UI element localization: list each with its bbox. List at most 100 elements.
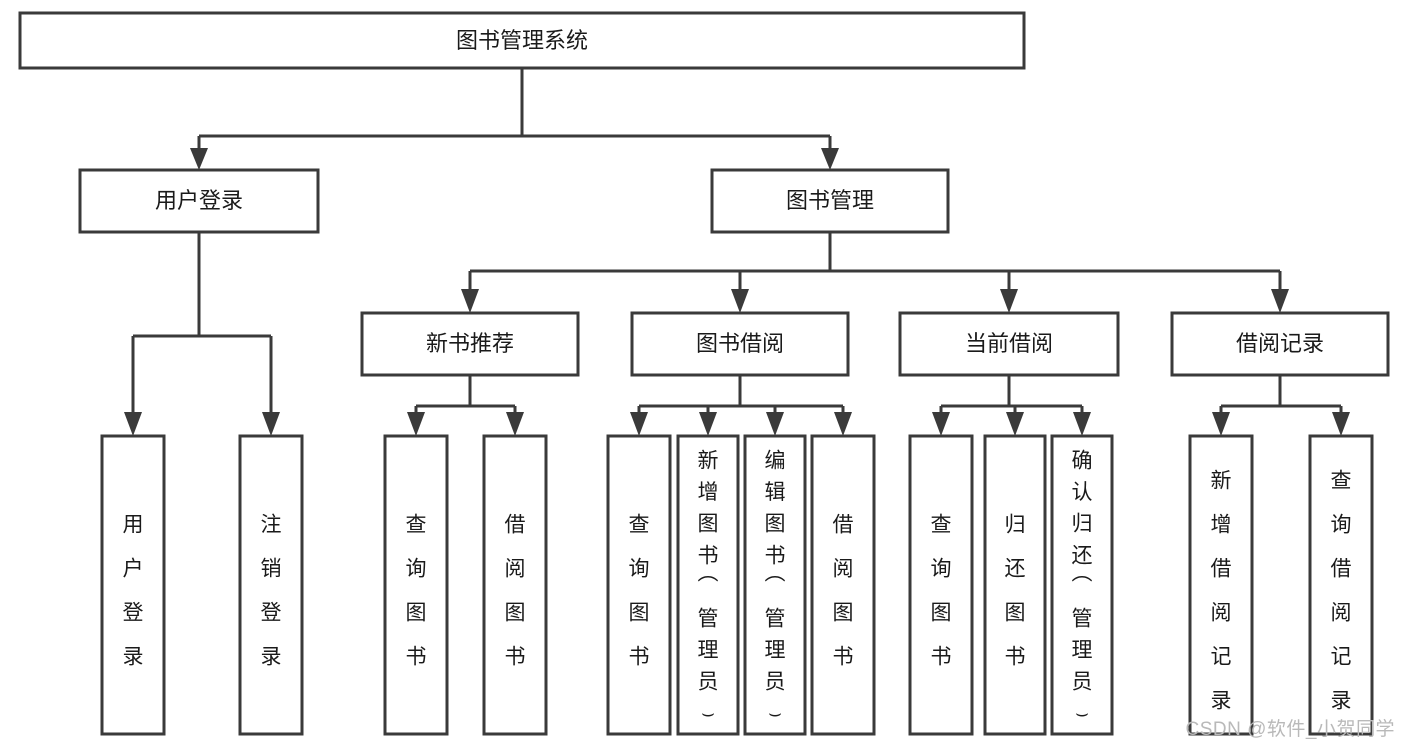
node-user-login-label: 用户登录 [155,188,243,213]
node-leaf-3[interactable]: 借阅图书 [482,434,548,736]
node-leaf-4[interactable]: 查询图书 [606,434,672,736]
arrow-head-leaf-user-login [124,412,142,436]
node-leaf-9-label: 归还图书 [1005,513,1026,668]
arrow-head-borrow-record [1271,289,1289,313]
node-leaf-10[interactable]: 确认归还⌒管理员⌣ [1050,434,1114,736]
node-borrow-record[interactable]: 借阅记录 [1170,311,1390,377]
connector-group-currentborrow-children [932,375,1091,436]
connector-group-borrowrecord-children [1212,375,1350,436]
node-new-book-recommend[interactable]: 新书推荐 [360,311,580,377]
label-char: 图 [765,513,786,536]
label-char: 编 [765,450,786,473]
node-book-borrow-box[interactable] [630,311,850,377]
node-leaf-4-box[interactable] [606,434,672,736]
node-current-borrow-label: 当前借阅 [965,331,1053,356]
node-user-login-box[interactable] [78,168,320,234]
label-char: 管 [1072,607,1093,630]
node-leaf-5-box[interactable] [676,434,740,736]
node-leaf-9-box[interactable] [983,434,1047,736]
label-char: 阅 [833,557,854,580]
node-root-box[interactable] [18,11,1026,70]
node-leaf-5[interactable]: 新增图书⌒管理员⌣ [676,434,740,736]
label-char: 增 [1211,513,1232,536]
label-char: 图 [833,601,854,624]
arrow-head-leaf-borrow-book-2 [834,412,852,436]
label-char: 阅 [1211,601,1232,624]
label-char: 归 [1005,513,1026,536]
node-leaf-1[interactable]: 注销登录 [238,434,304,736]
label-char: 录 [261,645,282,668]
label-char: 员 [765,671,786,694]
label-char: 书 [931,645,952,668]
node-leaf-12[interactable]: 查询借阅记录 [1308,434,1374,736]
label-char: 借 [1331,557,1352,580]
label-char: 图 [1005,601,1026,624]
label-char: 书 [406,645,427,668]
node-leaf-6[interactable]: 编辑图书⌒管理员⌣ [743,434,807,736]
label-char: 询 [406,557,427,580]
node-leaf-8-box[interactable] [908,434,974,736]
node-leaf-11[interactable]: 新增借阅记录 [1188,434,1254,736]
node-leaf-2-box[interactable] [383,434,449,736]
label-char: 管 [698,607,719,630]
label-char: 新 [698,450,719,473]
node-current-borrow-box[interactable] [898,311,1120,377]
arrow-head-leaf-logout [262,412,280,436]
node-leaf-10-box[interactable] [1050,434,1114,736]
node-book-borrow[interactable]: 图书借阅 [630,311,850,377]
node-book-management[interactable]: 图书管理 [710,168,950,234]
node-leaf-7[interactable]: 借阅图书 [810,434,876,736]
arrow-head-leaf-confirm-return [1073,412,1091,436]
node-leaf-1-box[interactable] [238,434,304,736]
label-char: 书 [698,544,719,567]
label-char: 询 [629,557,650,580]
node-root-system[interactable]: 图书管理系统 [18,11,1026,70]
connector-group-userlogin-children [124,232,280,436]
node-leaf-2[interactable]: 查询图书 [383,434,449,736]
label-char: 户 [123,557,144,580]
node-leaf-3-box[interactable] [482,434,548,736]
node-leaf-5-label: 新增图书⌒管理员⌣ [698,450,719,725]
label-char: 录 [1211,689,1232,712]
label-char: 登 [261,601,282,624]
label-char: 确 [1072,450,1093,473]
node-leaf-12-label: 查询借阅记录 [1331,469,1352,712]
node-leaf-0-box[interactable] [100,434,166,736]
arrow-head-leaf-add-book [699,412,717,436]
label-char: 图 [629,601,650,624]
node-leaf-6-box[interactable] [743,434,807,736]
node-borrow-record-box[interactable] [1170,311,1390,377]
node-leaf-2-label: 查询图书 [406,513,427,668]
label-char: 录 [123,645,144,668]
label-char: 管 [765,607,786,630]
node-book-management-box[interactable] [710,168,950,234]
label-char: 借 [1211,557,1232,580]
label-char: 理 [1072,639,1093,662]
node-leaf-9[interactable]: 归还图书 [983,434,1047,736]
node-user-login[interactable]: 用户登录 [78,168,320,234]
arrow-head-leaf-edit-book [766,412,784,436]
label-char: 阅 [1331,601,1352,624]
label-char: 查 [1331,469,1352,492]
node-current-borrow[interactable]: 当前借阅 [898,311,1120,377]
node-leaf-12-box[interactable] [1308,434,1374,736]
label-char: 查 [406,513,427,536]
node-leaf-0[interactable]: 用户登录 [100,434,166,736]
label-char: ⌣ [768,702,782,725]
node-leaf-7-box[interactable] [810,434,876,736]
node-leaf-10-label: 确认归还⌒管理员⌣ [1072,450,1093,725]
label-char: 员 [698,671,719,694]
watermark-text: CSDN @软件_小贺同学 [1185,719,1395,740]
arrow-head-leaf-add-record [1212,412,1230,436]
node-leaf-11-box[interactable] [1188,434,1254,736]
node-leaf-8[interactable]: 查询图书 [908,434,974,736]
label-char: 销 [261,557,282,580]
arrow-head-leaf-query-book-3 [932,412,950,436]
label-char: 图 [698,513,719,536]
label-char: ⌒ [698,576,719,599]
label-char: 询 [931,557,952,580]
node-new-book-recommend-box[interactable] [360,311,580,377]
arrow-head-user-login [190,148,208,170]
label-char: 书 [765,544,786,567]
